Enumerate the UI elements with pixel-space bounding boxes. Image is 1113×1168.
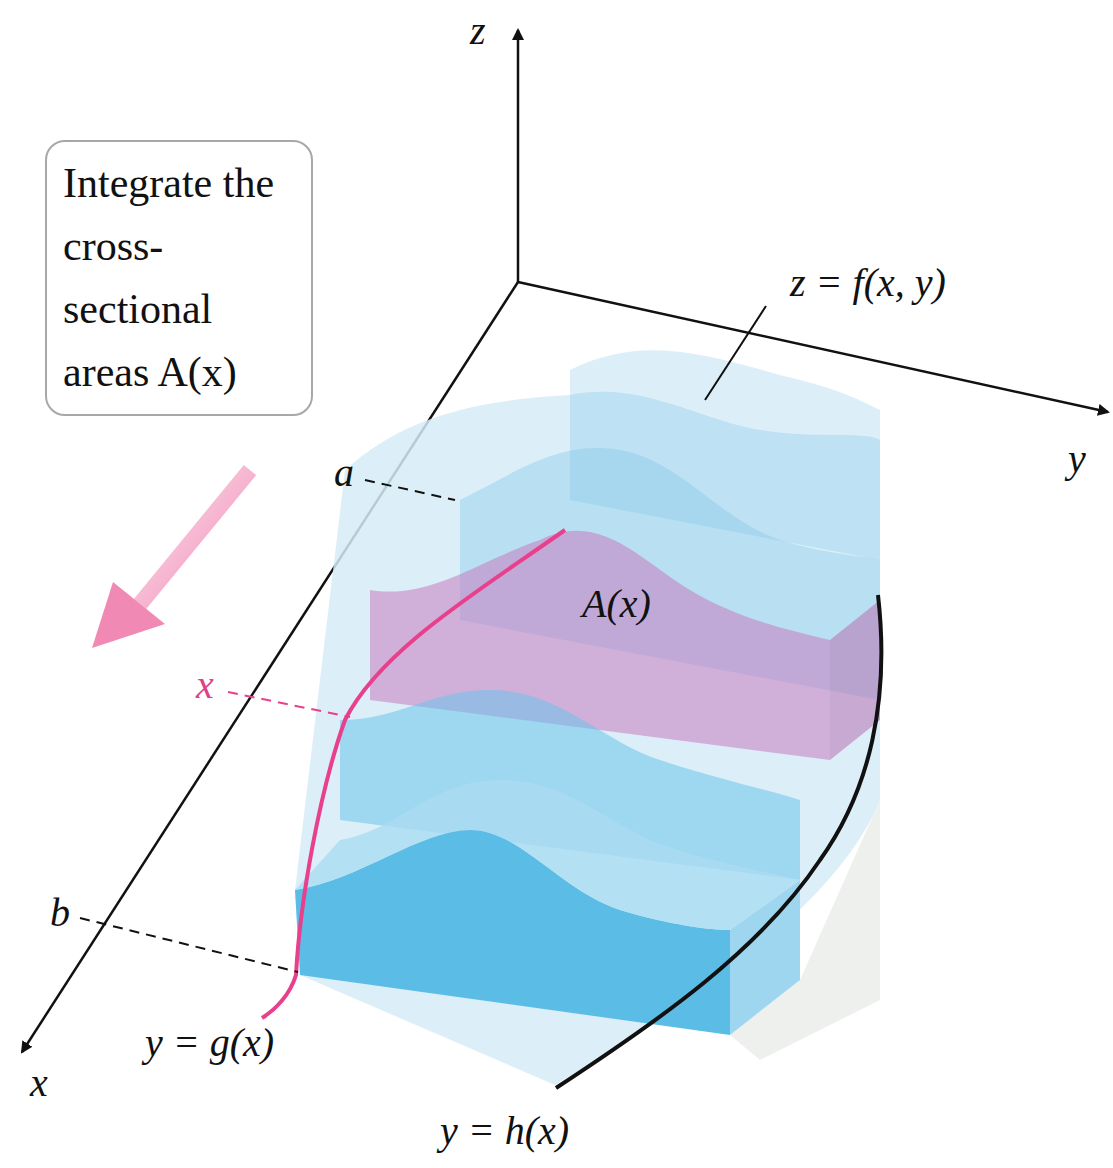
bound-label: a	[334, 452, 354, 494]
curve-label: y = g(x)	[145, 1022, 274, 1064]
section-label: x	[196, 664, 214, 706]
tick-line	[80, 918, 298, 972]
tick-line	[365, 480, 455, 500]
curve-h	[556, 595, 881, 1088]
leader-line	[705, 306, 766, 400]
surface-label: z = f(x, y)	[790, 262, 946, 304]
bound-label: b	[50, 892, 70, 934]
direction-arrow-head	[92, 582, 165, 648]
axis-label: z	[470, 10, 486, 52]
curve-label: y = h(x)	[440, 1110, 569, 1152]
axis-label: y	[1068, 438, 1086, 480]
axis-label: x	[30, 1062, 48, 1104]
front-slab-top	[295, 780, 800, 930]
direction-arrow	[140, 470, 250, 604]
note-text: Integrate the cross-sectional areas A(x)	[63, 152, 295, 404]
solid-region	[295, 350, 880, 1085]
curve-g	[262, 530, 565, 1018]
area-label: A(x)	[582, 583, 651, 625]
tick-line	[228, 692, 350, 717]
note-box: Integrate the cross-sectional areas A(x)	[45, 140, 313, 416]
z-axis	[517, 30, 520, 282]
